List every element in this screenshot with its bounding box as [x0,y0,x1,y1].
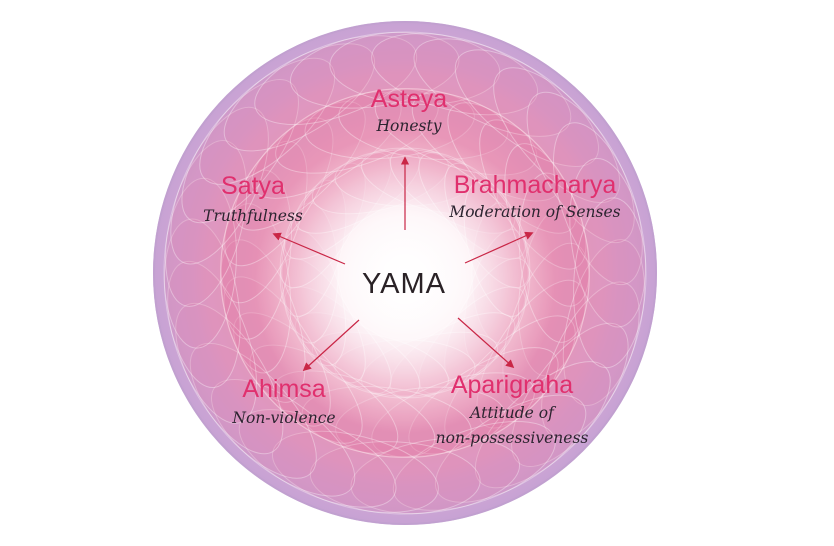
petal [238,409,397,508]
petal [413,38,572,137]
branch-meaning: non-possessiveness [436,429,589,447]
petal [163,177,237,349]
petal [511,322,629,468]
branch-name: Brahmacharya [454,171,617,199]
arrow-to-aparigraha [457,317,515,369]
petal [329,31,501,105]
center-label: YAMA [362,268,446,300]
arrows [272,156,534,372]
branch-name: Satya [221,172,285,200]
petal [165,139,248,307]
branch-name: Asteya [371,85,448,113]
branch-brahmacharya: Brahmacharya Moderation of Senses [448,171,620,221]
petal [493,67,621,204]
petal [164,218,241,389]
branch-aparigraha: Aparigraha Attitude of non-possessivenes… [436,371,589,447]
branch-meaning: Moderation of Senses [448,203,620,221]
petal [167,260,257,424]
petal [371,33,539,116]
arrow-to-ahimsa [302,319,360,372]
petal [541,281,640,440]
branch-meaning: Non-violence [231,409,335,427]
branch-meaning: Truthfulness [203,207,303,225]
center-glow [255,133,555,433]
petal [189,342,317,479]
branch-name: Aparigraha [451,371,573,399]
branch-meaning: Honesty [376,117,442,135]
petal [309,441,481,515]
arrow-to-brahmacharya [464,231,534,264]
petal [170,106,269,265]
petal [223,43,376,152]
circle-rim [153,21,657,525]
petal [454,49,600,167]
petal [289,32,460,109]
petal [392,421,556,511]
petal [526,91,635,244]
petal [553,122,643,286]
petal [254,35,418,125]
petal [181,78,299,224]
petal [350,437,521,514]
petal [175,302,284,455]
branch-meaning: Attitude of [468,404,557,422]
petal [210,379,356,497]
petal [569,157,646,328]
petal [474,361,611,489]
branch-ahimsa: Ahimsa Non-violence [231,375,335,427]
petal [199,57,336,185]
petal [562,239,645,407]
branch-satya: Satya Truthfulness [203,172,303,225]
branch-asteya: Asteya Honesty [371,85,448,135]
petal [573,197,647,369]
petal [271,430,439,513]
petal [434,394,587,503]
branch-name: Ahimsa [242,375,325,403]
arrow-to-satya [272,232,346,265]
